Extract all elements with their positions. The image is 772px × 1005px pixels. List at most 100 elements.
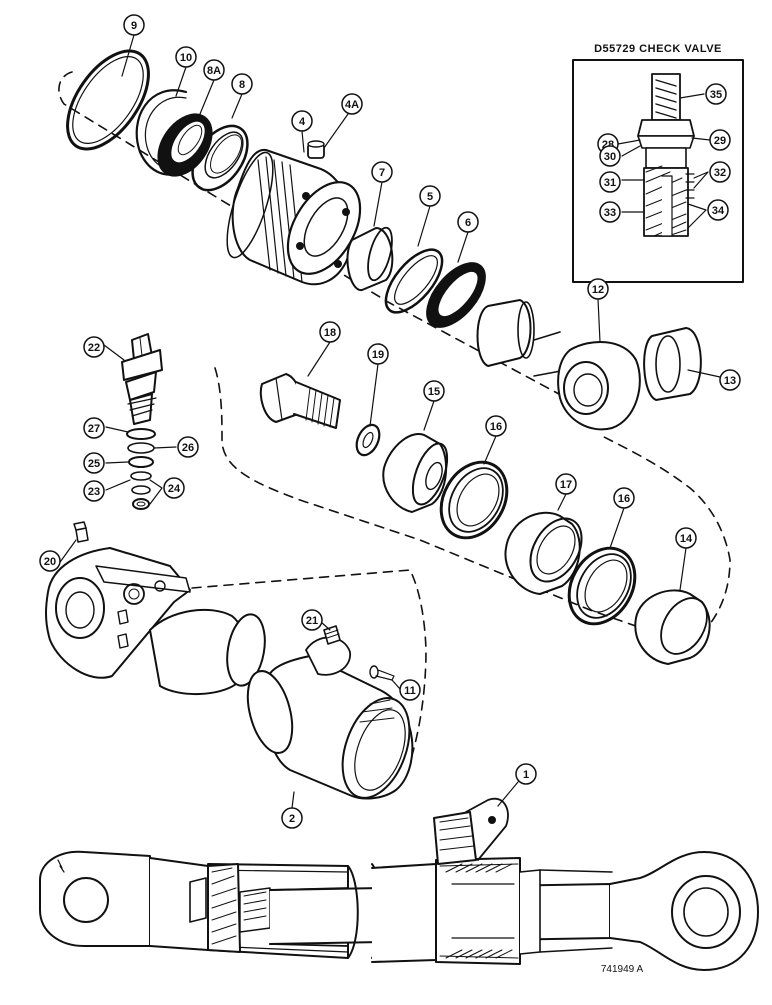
callout-29-text: 29 [714,135,726,147]
barrel-part-2 [246,636,414,800]
callout-12: 12 [587,278,609,300]
wear-ring-part-17 [504,511,583,595]
callout-19-text: 19 [372,349,384,361]
callout-29: 29 [709,129,731,151]
seal-part-6 [426,262,486,328]
check-valve-part-22 [121,333,163,425]
callout-34-text: 34 [712,205,725,217]
callout-8-text: 8 [239,79,245,91]
callout-33: 33 [599,201,621,223]
assembled-cylinder-section [39,797,759,971]
figure-number: 741949 A [601,964,644,975]
callout-4-text: 4 [299,116,306,128]
grease-fitting-part-20 [73,521,89,543]
callout-32: 32 [709,161,731,183]
bolt-part-18 [259,373,341,429]
callout-15: 15 [423,380,445,402]
wiper-seal-part-8a [157,113,213,177]
inset-title: D55729 CHECK VALVE [594,43,722,55]
callout-19: 19 [367,343,389,365]
callout-6-text: 6 [465,217,471,229]
callout-6: 6 [457,211,479,233]
callout-35-text: 35 [710,89,722,101]
callout-leaders [57,34,721,809]
callout-13-text: 13 [724,375,736,387]
callout-31: 31 [599,171,621,193]
callout-20: 20 [39,550,61,572]
callout-23: 23 [83,480,105,502]
callout-31-text: 31 [604,177,616,189]
callout-14: 14 [675,527,697,549]
callout-15-text: 15 [428,386,440,398]
seal-ring-part-8 [191,124,249,192]
piston-seal-part-16b [567,546,637,626]
callout-10: 10 [175,46,197,68]
callout-2: 2 [281,807,303,829]
callout-1-text: 1 [523,769,529,781]
callout-21: 21 [301,609,323,631]
inset-valve-drawing [637,73,695,237]
callout-18-text: 18 [324,327,336,339]
bearing-part-12 [557,341,641,431]
callout-21-text: 21 [306,615,318,627]
callout-4a-text: 4A [345,99,359,111]
callout-7-text: 7 [379,167,385,179]
callout-35: 35 [705,83,727,105]
callout-5: 5 [419,185,441,207]
callout-8a: 8A [203,59,225,81]
callout-11-text: 11 [404,685,416,697]
callout-9: 9 [123,14,145,36]
cylinder-base-end [45,547,266,695]
callout-34: 34 [707,199,729,221]
callout-32-text: 32 [714,167,726,179]
callout-16-a-text: 16 [490,421,502,433]
callout-17-text: 17 [560,479,572,491]
plug-part-4a [307,140,325,159]
callout-23-text: 23 [88,486,100,498]
callout-bubbles: 9 10 8A 8 4 4A 7 5 6 12 13 18 19 15 16 1… [39,14,741,829]
callout-18: 18 [319,321,341,343]
callout-33-text: 33 [604,207,616,219]
piston-rod-segment [476,299,567,377]
nut-part-14 [634,589,711,665]
screw-part-11 [369,665,395,681]
callout-30-text: 30 [604,151,616,163]
callout-4: 4 [291,110,313,132]
callout-27-text: 27 [88,423,100,435]
piston-seal-part-16a [439,460,509,540]
check-valve-inset [572,59,744,283]
callout-26-text: 26 [182,442,194,454]
callout-14-text: 14 [680,533,693,545]
callout-5-text: 5 [427,191,433,203]
set-screw-part-21 [323,625,341,645]
callout-25: 25 [83,452,105,474]
callout-16-b: 16 [613,487,635,509]
callout-27: 27 [83,417,105,439]
callout-20-text: 20 [44,556,56,568]
snap-ring-part-9 [66,49,150,151]
callout-24: 24 [163,477,185,499]
callout-22-text: 22 [88,342,100,354]
callout-16-a: 16 [485,415,507,437]
callout-4a: 4A [341,93,363,115]
bushing-part-13 [643,327,702,401]
callout-12-text: 12 [592,284,604,296]
callout-9-text: 9 [131,20,137,32]
callout-11: 11 [399,679,421,701]
backup-ring-part-5 [384,248,444,314]
callout-30: 30 [599,145,621,167]
piston-part-15 [382,433,449,513]
callout-7: 7 [371,161,393,183]
assembly-guide-lines [58,71,731,763]
callout-13: 13 [719,369,741,391]
callout-8: 8 [231,73,253,95]
callout-10-text: 10 [180,52,192,64]
callout-17: 17 [555,473,577,495]
callout-8a-text: 8A [207,65,221,77]
callout-25-text: 25 [88,458,100,470]
callout-1: 1 [515,763,537,785]
callout-22: 22 [83,336,105,358]
callout-26: 26 [177,436,199,458]
